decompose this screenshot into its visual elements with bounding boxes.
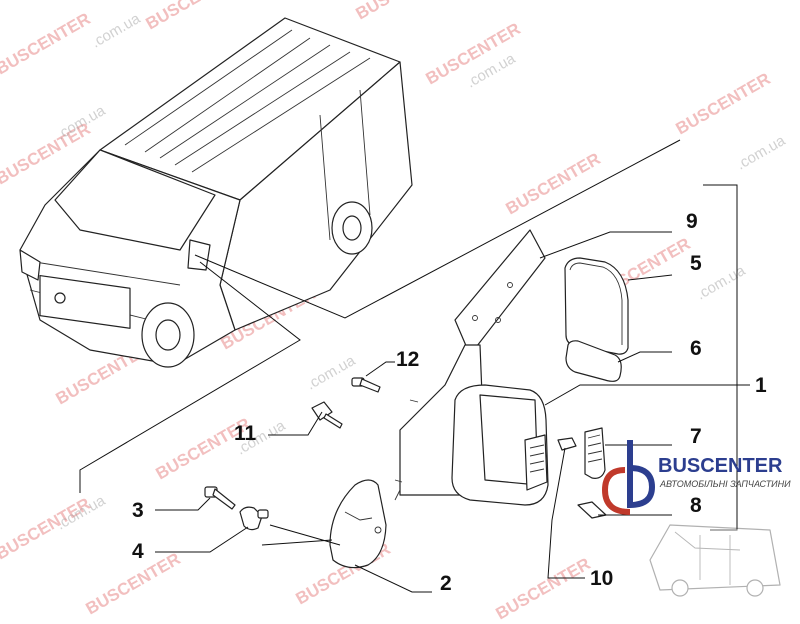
part-7-indicator-lamp — [584, 427, 606, 479]
callout-5: 5 — [690, 252, 702, 275]
part-8-small-plate — [577, 501, 607, 519]
callout-3: 3 — [132, 499, 144, 522]
part-1-mirror-assembly — [394, 344, 549, 506]
part-10-bulb — [557, 437, 577, 451]
callout-6: 6 — [690, 337, 702, 360]
part-2-lower-cover — [329, 479, 387, 569]
watermark-brand: BUSCENTER — [0, 9, 94, 78]
leader-lines — [155, 231, 750, 593]
callout-7: 7 — [690, 425, 702, 448]
van-illustration — [19, 17, 681, 493]
buscenter-logo: BUSCENTER АВТОМОБІЛЬНІ ЗАПЧАСТИНИ — [601, 440, 791, 597]
part-11-bolt — [311, 401, 343, 429]
callout-10: 10 — [590, 567, 613, 590]
part-4-clip — [239, 506, 269, 531]
watermark-domain: .com.ua — [694, 262, 749, 304]
watermark-domain: .com.ua — [89, 10, 144, 52]
callout-4: 4 — [132, 540, 144, 563]
callout-9: 9 — [686, 210, 698, 233]
part-12-screw — [351, 377, 381, 393]
callout-11: 11 — [234, 422, 257, 445]
part-6-convex-mirror — [565, 340, 622, 382]
watermark-domain: .com.ua — [734, 132, 789, 174]
logo-tagline: АВТОМОБІЛЬНІ ЗАПЧАСТИНИ — [659, 479, 791, 489]
watermark-brand: BUSCENTER — [353, 0, 454, 23]
logo-name: BUSCENTER — [658, 455, 783, 477]
watermark-brand: BUSCENTER — [673, 69, 774, 138]
part-3-screw — [204, 486, 236, 510]
logo-blue-b — [627, 440, 656, 509]
watermark-brand: BUSCENTER — [143, 0, 244, 33]
callout-2: 2 — [440, 572, 452, 595]
watermark-brand: BUSCENTER — [493, 554, 594, 623]
part-5-mirror-glass — [564, 257, 629, 355]
logo-bus-sketch — [649, 524, 781, 597]
part-9-mounting-plate — [454, 229, 546, 356]
callout-1: 1 — [755, 374, 767, 397]
callout-8: 8 — [690, 494, 702, 517]
callout-12: 12 — [396, 348, 419, 371]
logo-red-arc — [601, 467, 631, 515]
watermark-domain: .com.ua — [304, 352, 359, 394]
group-bracket — [703, 184, 738, 531]
callout-labels: 9 5 6 1 12 11 7 8 3 4 10 2 — [132, 210, 767, 595]
watermark-brand: BUSCENTER — [503, 149, 604, 218]
